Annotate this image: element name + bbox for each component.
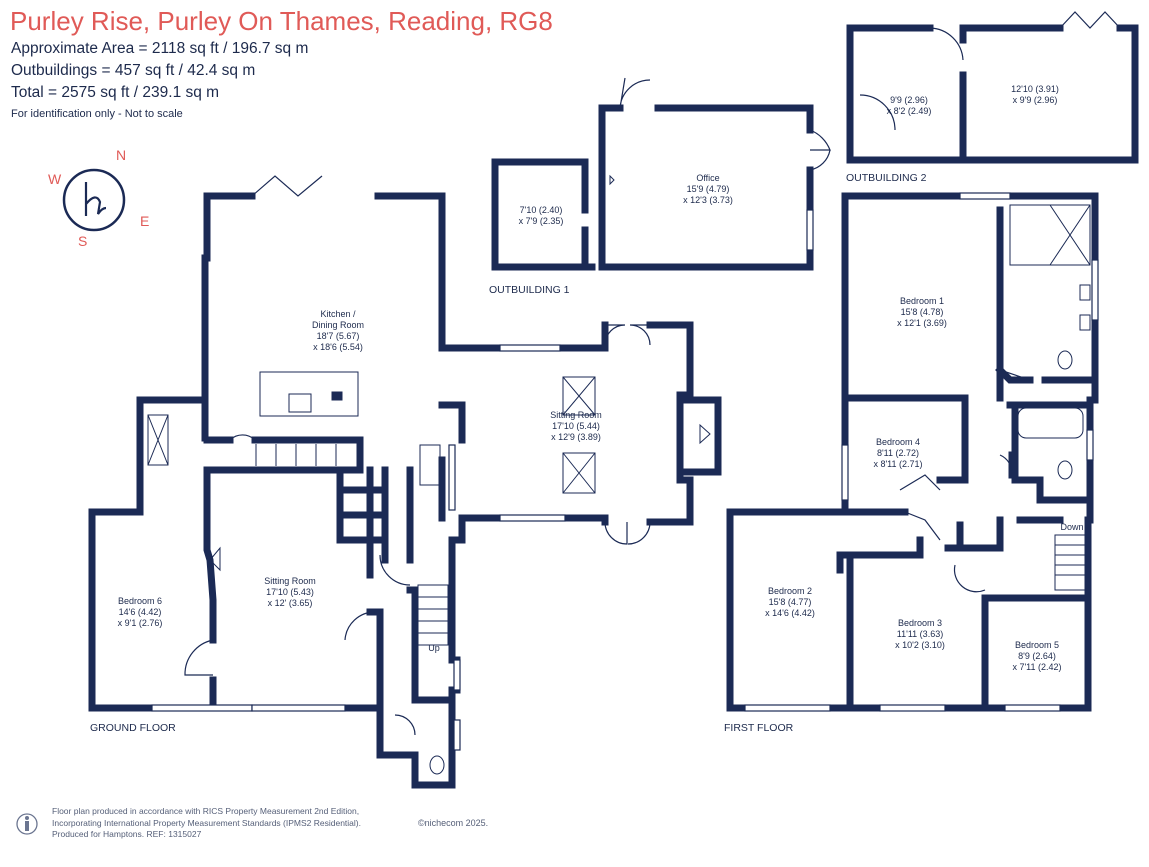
bedroom2-label: Bedroom 2 xyxy=(768,586,812,596)
kitchen-label-2: Dining Room xyxy=(312,320,364,330)
outbuilding2-walls xyxy=(846,24,1139,164)
compass-west: W xyxy=(48,171,62,187)
shower xyxy=(1009,204,1091,266)
hall-walls xyxy=(406,466,456,704)
bedroom3-walls xyxy=(846,516,1064,559)
area-outbuildings: Outbuildings = 457 sq ft / 42.4 sq m xyxy=(11,62,256,79)
bedroom3-label: Bedroom 3 xyxy=(898,618,942,628)
area-main: Approximate Area = 2118 sq ft / 196.7 sq… xyxy=(11,40,309,57)
ob1-store-dim-2: x 7'9 (2.35) xyxy=(519,216,564,226)
bedroom2-dim-1: 15'8 (4.77) xyxy=(769,597,812,607)
kitchen-inner-wall xyxy=(136,396,364,516)
bedroom1-label: Bedroom 1 xyxy=(900,296,944,306)
compass-logo-icon: N W E S xyxy=(48,147,149,249)
office-label: Office xyxy=(696,173,719,183)
compass-north: N xyxy=(116,147,126,163)
fireplace xyxy=(676,391,722,484)
sitting-main-dim-2: x 12'9 (3.89) xyxy=(551,432,601,442)
kitchen-sink xyxy=(419,444,441,486)
property-title: Purley Rise, Purley On Thames, Reading, … xyxy=(10,6,553,36)
bedroom3-dim-1: 11'11 (3.63) xyxy=(897,629,943,639)
first-floor-label: FIRST FLOOR xyxy=(724,722,794,734)
copyright-credit: ©nichecom 2025. xyxy=(418,818,489,828)
door-bifold-kitchen xyxy=(251,175,323,197)
footer-line-3: Produced for Hamptons. REF: 1315027 xyxy=(52,829,202,839)
person-icon xyxy=(16,813,38,835)
bedroom5-dim-2: x 7'11 (2.42) xyxy=(1012,662,1061,672)
area-total: Total = 2575 sq ft / 239.1 sq m xyxy=(11,84,220,101)
bedroom4-dim-2: x 8'11 (2.71) xyxy=(873,459,922,469)
footer-line-1: Floor plan produced in accordance with R… xyxy=(52,806,360,816)
kitchen-dim-2: x 18'6 (5.54) xyxy=(313,342,363,352)
ob1-store-dim-1: 7'10 (2.40) xyxy=(520,205,563,215)
stairs-first xyxy=(1054,534,1086,591)
skylight-2 xyxy=(562,452,596,494)
bedroom5-dim-1: 8'9 (2.64) xyxy=(1018,651,1056,661)
bedroom4-label: Bedroom 4 xyxy=(876,437,920,447)
bedroom1-dim-2: x 12'1 (3.69) xyxy=(897,318,947,328)
ob2-left-dim-2: x 8'2 (2.49) xyxy=(887,106,932,116)
ground-floor-label: GROUND FLOOR xyxy=(90,722,176,734)
bedroom6-label: Bedroom 6 xyxy=(118,596,162,606)
stairs-ground xyxy=(417,584,449,646)
bedroom4-dim-1: 8'11 (2.72) xyxy=(877,448,919,458)
kitchen-island xyxy=(259,371,359,417)
kitchen-label-1: Kitchen / xyxy=(320,309,356,319)
bedroom1-dim-1: 15'8 (4.78) xyxy=(901,307,944,317)
cupboard-walls xyxy=(336,466,389,564)
stairs-down-label: Down xyxy=(1060,522,1083,532)
kitchen-dim-1: 18'7 (5.67) xyxy=(317,331,360,341)
ob2-left-dim-1: 9'9 (2.96) xyxy=(890,95,928,105)
bath xyxy=(1017,407,1084,439)
bathroom-walls xyxy=(1006,401,1094,504)
office-dim-1: 15'9 (4.79) xyxy=(687,184,730,194)
bedroom2-dim-2: x 14'6 (4.42) xyxy=(765,608,815,618)
footer-text: Floor plan produced in accordance with R… xyxy=(52,806,361,841)
sitting-main-label: Sitting Room xyxy=(550,410,602,420)
sitting-ground-label: Sitting Room xyxy=(264,576,316,586)
identification-note: For identification only - Not to scale xyxy=(11,108,183,120)
sitting-main-inner xyxy=(438,401,466,522)
skylight-1 xyxy=(562,376,596,416)
ground-floor-walls xyxy=(88,192,694,789)
ob2-right-dim-1: 12'10 (3.91) xyxy=(1011,84,1059,94)
bedroom5-label: Bedroom 5 xyxy=(1015,640,1059,650)
outbuilding2-label: OUTBUILDING 2 xyxy=(846,172,927,184)
office-dim-2: x 12'3 (3.73) xyxy=(683,195,733,205)
sitting-ground-dim-2: x 12' (3.65) xyxy=(268,598,313,608)
stairs-up-label: Up xyxy=(428,643,440,653)
footer-line-2: Incorporating International Property Mea… xyxy=(52,817,361,828)
compass-south: S xyxy=(78,233,87,249)
compass-east: E xyxy=(140,213,149,229)
outbuilding1-label: OUTBUILDING 1 xyxy=(489,284,570,296)
outbuilding1-walls xyxy=(491,104,814,271)
bedroom1-walls xyxy=(841,206,1094,484)
bedroom6-dim-2: x 9'1 (2.76) xyxy=(118,618,163,628)
ob2-right-dim-2: x 9'9 (2.96) xyxy=(1013,95,1058,105)
sitting-ground-dim-1: 17'10 (5.43) xyxy=(266,587,314,597)
bedroom3-dim-2: x 10'2 (3.10) xyxy=(895,640,945,650)
bedroom6-dim-1: 14'6 (4.42) xyxy=(119,607,162,617)
sitting-main-dim-1: 17'10 (5.44) xyxy=(552,421,600,431)
